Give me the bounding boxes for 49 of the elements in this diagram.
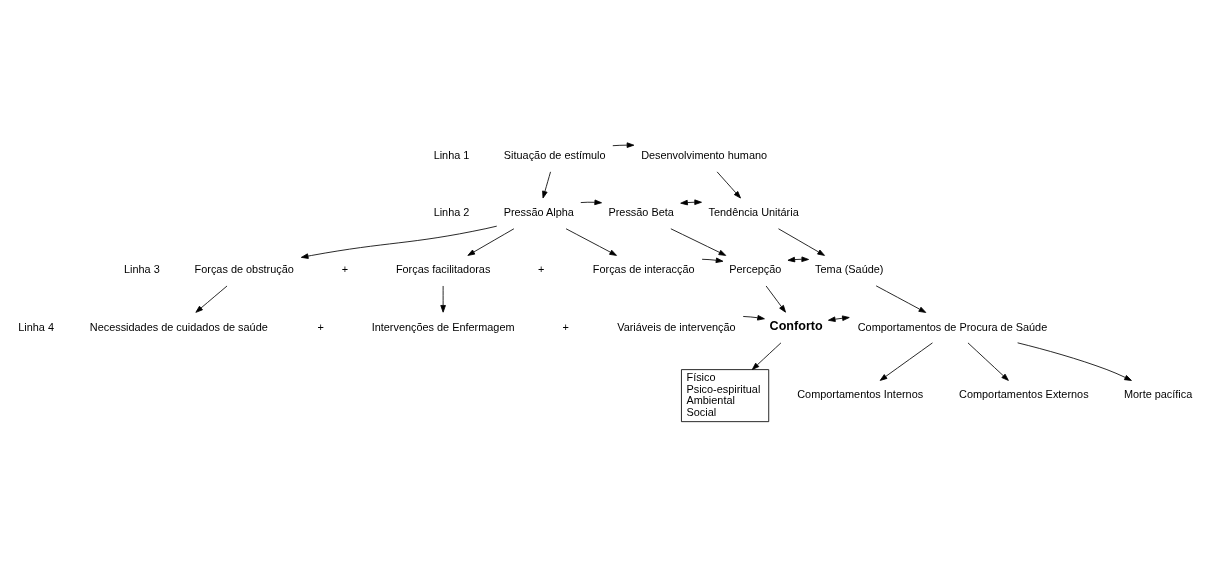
node-box: Físico Psico-espiritual Ambiental Social	[681, 369, 770, 423]
arrow	[565, 228, 617, 256]
node-text: Tendência Unitária	[708, 206, 799, 219]
arrow	[670, 228, 727, 256]
arrow	[680, 199, 702, 206]
label: +	[562, 320, 569, 333]
arrow	[300, 225, 498, 259]
node-text: Situação de estímulo	[503, 149, 606, 162]
arrow	[787, 256, 809, 263]
arrow	[875, 285, 927, 313]
node-text: Intervenções de Enfermagem	[371, 320, 515, 333]
node-text: Forças facilitadoras	[395, 263, 491, 276]
node-text: Comportamentos Externos	[959, 388, 1089, 401]
arrow	[765, 285, 786, 313]
arrow	[716, 171, 741, 199]
label: Linha 1	[433, 149, 470, 162]
arrow	[751, 342, 782, 370]
arrow	[742, 315, 765, 321]
node-text: Desenvolvimento humano	[641, 149, 768, 162]
node-text: Necessidades de cuidados de saúde	[89, 320, 268, 333]
arrow	[1017, 342, 1132, 381]
label: +	[341, 263, 349, 276]
node-text: Percepção	[729, 263, 782, 276]
arrow	[879, 342, 933, 381]
arrow	[828, 315, 850, 322]
node-text: Pressão Beta	[608, 206, 674, 219]
arrow	[195, 285, 228, 313]
node-text: Comportamentos Internos	[797, 388, 924, 401]
node-text: Conforto	[769, 318, 823, 333]
label: Linha 4	[18, 320, 54, 333]
node-text: Forças de interacção	[592, 263, 695, 276]
arrow	[440, 285, 446, 313]
node-text: Morte pacífica	[1123, 388, 1193, 401]
label: +	[317, 320, 324, 333]
node-text: Variáveis de intervenção	[617, 320, 736, 333]
arrow	[542, 171, 551, 199]
arrow	[580, 199, 602, 206]
arrow	[467, 228, 515, 256]
label: +	[538, 263, 545, 276]
arrow	[967, 342, 1009, 381]
node-text: Tema (Saúde)	[815, 263, 884, 276]
label: Linha 3	[123, 263, 160, 276]
node-text: Comportamentos de Procura de Saúde	[857, 320, 1048, 333]
node-text: Forças de obstrução	[194, 263, 294, 276]
label: Linha 2	[433, 206, 470, 219]
arrow	[612, 142, 635, 148]
arrow	[701, 257, 724, 264]
node-text: Pressão Alpha	[503, 206, 574, 219]
arrow	[778, 228, 825, 256]
